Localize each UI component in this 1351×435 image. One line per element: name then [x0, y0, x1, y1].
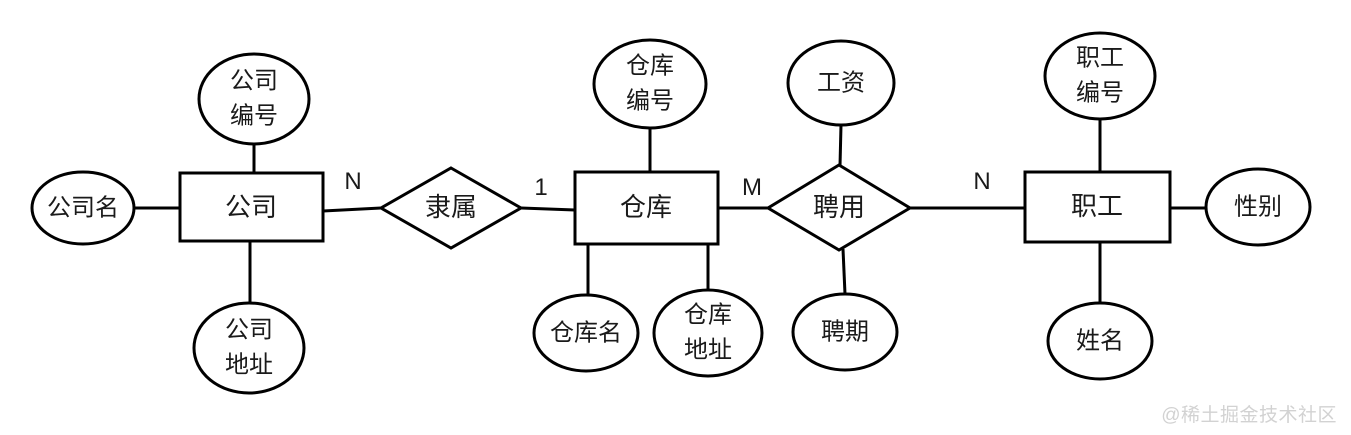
relationship-employs[interactable]: 聘用 — [765, 163, 913, 252]
attribute-company-name-label: 公司名 — [47, 194, 119, 221]
entity-company-label: 公司 — [225, 192, 277, 222]
link-employs-salary — [838, 124, 843, 167]
entity-warehouse[interactable]: 仓库 — [573, 170, 720, 246]
attribute-employment-term-label: 聘期 — [821, 318, 869, 345]
link-company-belongsto — [322, 206, 382, 213]
attribute-company-address-label-line1: 公司 — [225, 316, 273, 343]
attribute-warehouse-name-ellipse[interactable] — [532, 293, 640, 373]
attribute-salary[interactable]: 工资 — [786, 39, 896, 127]
entities-group: 公司 仓库 职工 — [178, 170, 1172, 246]
attribute-warehouse-id-label-line1: 仓库 — [626, 52, 674, 79]
relationship-belongs-to-label: 隶属 — [425, 192, 477, 222]
entity-employee[interactable]: 职工 — [1023, 170, 1172, 244]
attributes-group: 公司名 公司 编号 公司 地址 仓库 编号 仓库名 — [30, 31, 1312, 395]
entity-warehouse-box[interactable] — [573, 170, 720, 246]
attribute-employment-term-ellipse[interactable] — [791, 292, 899, 372]
relationships-group: 隶属 聘用 — [377, 163, 913, 252]
attribute-company-name[interactable]: 公司名 — [30, 170, 136, 246]
attribute-company-id-ellipse[interactable] — [197, 52, 311, 146]
attribute-warehouse-name-label: 仓库名 — [550, 319, 622, 346]
cardinality-label-n-company: N — [344, 168, 361, 195]
attribute-employee-id-label-line2: 编号 — [1076, 79, 1124, 106]
cardinality-labels-group: N 1 M N — [344, 168, 990, 201]
cardinality-label-n-employee: N — [973, 168, 990, 195]
attribute-company-id-label-line2: 编号 — [230, 102, 278, 129]
connector-lines — [134, 119, 1206, 303]
cardinality-label-m-warehouse: M — [742, 174, 762, 201]
attribute-company-address-label-line2: 地址 — [225, 351, 273, 378]
relationship-belongs-to[interactable]: 隶属 — [377, 166, 525, 250]
link-belongsto-warehouse — [520, 206, 576, 212]
attribute-warehouse-id[interactable]: 仓库 编号 — [592, 38, 708, 130]
attribute-warehouse-name[interactable]: 仓库名 — [532, 293, 640, 373]
attribute-salary-label: 工资 — [817, 69, 865, 96]
attribute-salary-ellipse[interactable] — [786, 39, 896, 127]
attribute-employee-name-ellipse[interactable] — [1046, 301, 1154, 381]
attribute-gender[interactable]: 性别 — [1204, 167, 1312, 247]
entity-employee-label: 职工 — [1071, 191, 1123, 221]
entity-employee-box[interactable] — [1023, 170, 1172, 244]
attribute-company-id[interactable]: 公司 编号 — [197, 52, 311, 146]
relationship-employs-label: 聘用 — [813, 192, 865, 222]
relationship-employs-diamond[interactable] — [765, 163, 913, 252]
watermark: @稀土掘金技术社区 — [1161, 405, 1337, 426]
attribute-employee-name[interactable]: 姓名 — [1046, 301, 1154, 381]
attribute-employee-id[interactable]: 职工 编号 — [1043, 31, 1157, 121]
entity-company[interactable]: 公司 — [178, 171, 325, 243]
relationship-belongs-to-diamond[interactable] — [377, 166, 525, 250]
attribute-warehouse-address[interactable]: 仓库 地址 — [652, 288, 764, 378]
attribute-employee-id-label-line1: 职工 — [1076, 44, 1124, 71]
cardinality-label-1-warehouse: 1 — [534, 174, 547, 201]
attribute-gender-ellipse[interactable] — [1204, 167, 1312, 247]
entity-warehouse-label: 仓库 — [620, 192, 672, 222]
attribute-company-address[interactable]: 公司 地址 — [192, 301, 306, 395]
attribute-warehouse-id-ellipse[interactable] — [592, 38, 708, 130]
attribute-company-address-ellipse[interactable] — [192, 301, 306, 395]
attribute-warehouse-id-label-line2: 编号 — [626, 87, 674, 114]
entity-company-box[interactable] — [178, 171, 325, 243]
attribute-employment-term[interactable]: 聘期 — [791, 292, 899, 372]
link-employs-term — [841, 248, 847, 295]
attribute-employee-name-label: 姓名 — [1076, 327, 1124, 354]
attribute-warehouse-address-ellipse[interactable] — [652, 288, 764, 378]
attribute-company-name-ellipse[interactable] — [30, 170, 136, 246]
attribute-warehouse-address-label-line1: 仓库 — [684, 301, 732, 328]
attribute-employee-id-ellipse[interactable] — [1043, 31, 1157, 121]
attribute-company-id-label-line1: 公司 — [230, 67, 278, 94]
attribute-gender-label: 性别 — [1234, 193, 1282, 220]
attribute-warehouse-address-label-line2: 地址 — [684, 336, 732, 363]
